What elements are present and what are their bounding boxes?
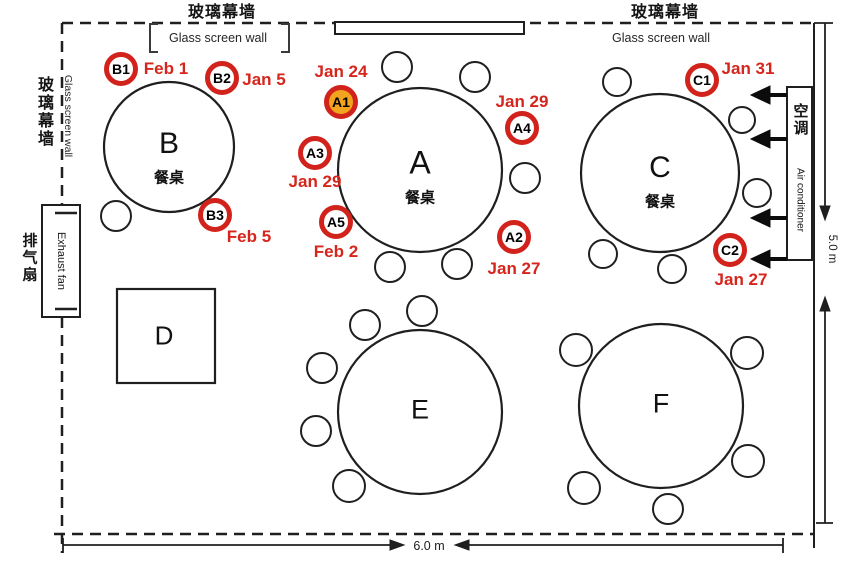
patient-marker-c2: C2	[713, 233, 747, 267]
air-conditioner-box	[786, 86, 813, 261]
chair	[441, 248, 473, 280]
exhaust-fan-label-en: Exhaust fan	[55, 231, 67, 291]
glass-screen-panel	[334, 21, 525, 35]
table-a-circle	[336, 86, 504, 254]
table-d-square	[115, 287, 217, 385]
height-dimension-label: 5.0 m	[826, 234, 838, 264]
chair	[588, 239, 618, 269]
chair	[509, 162, 541, 194]
exhaust-fan-box	[41, 204, 81, 318]
top-right-wall-label-en: Glass screen wall	[612, 31, 710, 45]
table-a-label: A	[409, 144, 431, 181]
onset-date-a5: Feb 2	[313, 242, 359, 261]
chairs	[100, 51, 772, 525]
chair	[349, 309, 381, 341]
onset-date-c2: Jan 27	[714, 270, 768, 289]
onset-date-a2: Jan 27	[487, 259, 541, 278]
table-b-sublabel: 餐桌	[153, 169, 185, 187]
table-f-label: F	[652, 388, 670, 419]
chair	[100, 200, 132, 232]
table-c-sublabel: 餐桌	[644, 193, 676, 211]
table-e-circle	[336, 328, 504, 496]
chair	[300, 415, 332, 447]
chair	[602, 67, 632, 97]
chair	[459, 61, 491, 93]
onset-date-a4: Jan 29	[495, 92, 549, 111]
chair	[306, 352, 338, 384]
patient-marker-a1-index-case: A1	[324, 85, 358, 119]
chair	[406, 295, 438, 327]
chair	[374, 251, 406, 283]
patient-marker-a4: A4	[505, 111, 539, 145]
chair	[730, 336, 764, 370]
table-c-circle	[579, 92, 741, 254]
chair	[731, 444, 765, 478]
onset-date-b1: Feb 1	[143, 59, 189, 78]
table-a-sublabel: 餐桌	[404, 189, 436, 207]
onset-date-b3: Feb 5	[226, 227, 272, 246]
chair	[332, 469, 366, 503]
patient-marker-a5: A5	[319, 205, 353, 239]
chair	[657, 254, 687, 284]
air-conditioner-label-zh: 空调	[791, 103, 809, 137]
patient-marker-a2: A2	[497, 220, 531, 254]
patient-marker-a3: A3	[298, 136, 332, 170]
table-b-label: B	[158, 127, 180, 160]
air-conditioner-label-en: Air conditioner	[794, 168, 806, 232]
exhaust-fan-label-zh: 排气扇	[20, 232, 38, 284]
table-c-label: C	[649, 151, 671, 184]
width-dimension-label: 6.0 m	[413, 539, 445, 553]
tables	[102, 80, 745, 496]
airflow-arrows	[749, 85, 787, 269]
top-right-wall-label-zh: 玻璃幕墙	[630, 4, 700, 21]
bracket-right	[281, 23, 290, 53]
height-dimension	[814, 22, 833, 524]
onset-date-a3: Jan 29	[288, 172, 342, 191]
top-left-wall-label-zh: 玻璃幕墙	[187, 4, 257, 21]
onset-date-a1: Jan 24	[314, 62, 368, 81]
table-e-label: E	[410, 394, 430, 425]
table-d-label: D	[154, 320, 174, 351]
chair	[652, 493, 684, 525]
left-wall-label-zh: 玻璃幕墙	[35, 76, 52, 148]
chair	[567, 471, 601, 505]
onset-date-b2: Jan 5	[242, 70, 286, 89]
chair	[559, 333, 593, 367]
left-wall-label-en: Glass screen wall	[62, 74, 74, 158]
bracket-left	[149, 23, 158, 53]
chair	[381, 51, 413, 83]
top-left-wall-label-en: Glass screen wall	[169, 31, 267, 45]
chair	[728, 106, 756, 134]
table-f-circle	[577, 322, 745, 490]
onset-date-c1: Jan 31	[721, 59, 775, 78]
patient-marker-b2: B2	[205, 61, 239, 95]
width-dimension	[62, 538, 784, 553]
patient-marker-b1: B1	[104, 52, 138, 86]
patient-marker-b3: B3	[198, 198, 232, 232]
chair	[742, 178, 772, 208]
patient-marker-c1: C1	[685, 63, 719, 97]
table-b-circle	[102, 80, 236, 214]
